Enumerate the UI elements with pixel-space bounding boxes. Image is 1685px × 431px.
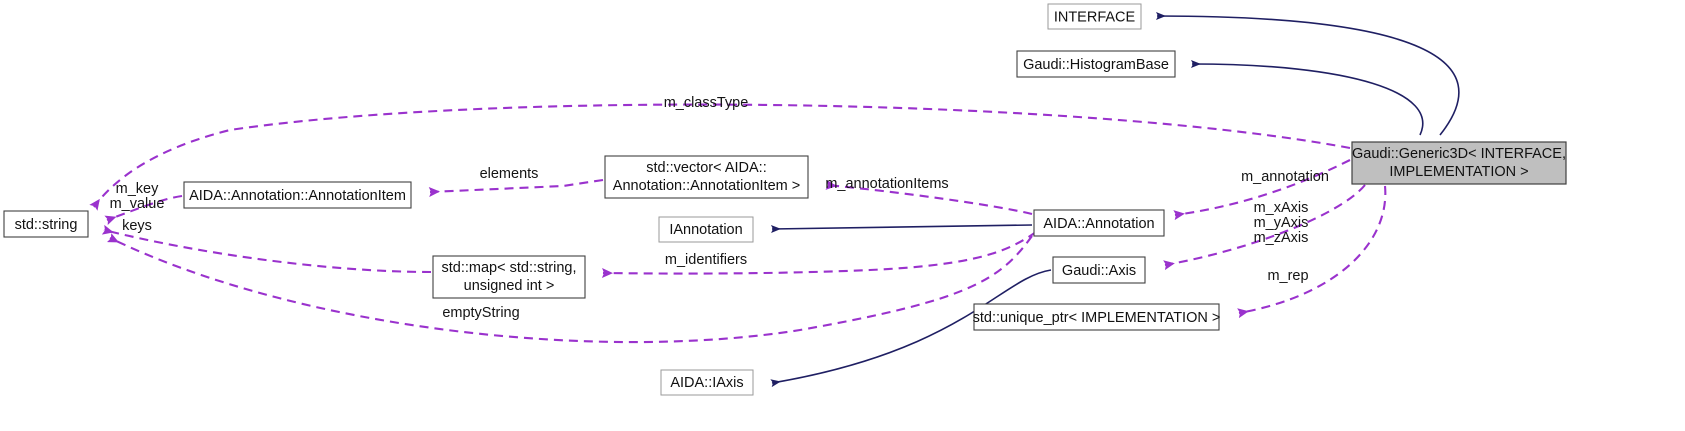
node-aida-annotation-label: AIDA::Annotation [1043,216,1154,232]
node-iannotation[interactable]: IAnnotation [658,216,754,243]
edge-label-m-rep: m_rep [1267,268,1308,284]
edge-label-m-zaxis: m_zAxis [1254,230,1309,246]
edge-keys [101,224,432,274]
node-std-map[interactable]: std::map< std::string, unsigned int > [432,255,586,299]
edge-aidaiaxis-to-gaudiaxis [770,269,1052,388]
node-std-map-label-line2: unsigned int > [464,278,555,294]
node-gaudi-axis-label: Gaudi::Axis [1062,263,1136,279]
edge-m-identifiers [601,231,1037,278]
node-std-map-label-line1: std::map< std::string, [442,260,577,276]
edge-iannotation-to-aidaannotation [770,224,1033,234]
edge-label-m-key: m_key [116,181,159,197]
node-std-vector-annotationitem[interactable]: std::vector< AIDA:: Annotation::Annotati… [604,155,809,199]
edge-labels: m_classType elements m_annotationItems m… [110,95,1329,321]
edge-label-keys: keys [122,218,152,234]
edge-label-m-annotationitems: m_annotationItems [825,176,948,192]
node-aida-iaxis-label: AIDA::IAxis [670,375,743,391]
node-aida-annotation-annotationitem[interactable]: AIDA::Annotation::AnnotationItem [183,181,412,209]
node-gaudi-histogrambase-label: Gaudi::HistogramBase [1023,57,1169,73]
node-gaudi-generic3d[interactable]: Gaudi::Generic3D< INTERFACE, IMPLEMENTAT… [1351,141,1567,185]
node-aida-annotation[interactable]: AIDA::Annotation [1033,209,1165,237]
node-interface-label: INTERFACE [1054,9,1136,25]
node-gaudi-generic3d-label-line1: Gaudi::Generic3D< INTERFACE, [1352,146,1566,162]
edge-emptystring [106,233,1033,344]
edge-m-annotation [1173,159,1351,221]
node-std-unique-ptr-label: std::unique_ptr< IMPLEMENTATION > [973,310,1221,326]
edge-label-m-xaxis: m_xAxis [1254,200,1309,216]
inheritance-edges [770,11,1460,388]
edge-m-axes [1163,184,1366,271]
node-std-string-label: std::string [15,217,78,233]
node-std-string[interactable]: std::string [3,210,89,238]
edge-label-m-yaxis: m_yAxis [1254,215,1309,231]
edge-label-m-value: m_value [110,196,165,212]
node-gaudi-histogrambase[interactable]: Gaudi::HistogramBase [1016,50,1176,78]
node-aida-annotation-annotationitem-label: AIDA::Annotation::AnnotationItem [189,188,406,204]
node-interface[interactable]: INTERFACE [1047,3,1142,30]
node-std-vector-annotationitem-label-line2: Annotation::AnnotationItem > [613,178,800,194]
edge-label-elements: elements [480,166,539,182]
graph-nodes: INTERFACE Gaudi::HistogramBase Gaudi::Ge… [3,3,1567,396]
edge-m-rep [1237,185,1387,319]
edge-label-emptystring: emptyString [442,305,519,321]
node-std-vector-annotationitem-label-line1: std::vector< AIDA:: [646,160,766,176]
edge-label-m-annotation: m_annotation [1241,169,1329,185]
edge-label-m-classtype: m_classType [664,95,749,111]
edge-interface-to-generic3d [1155,11,1460,136]
edge-m-annotationitems [825,179,1033,216]
edge-label-m-identifiers: m_identifiers [665,252,747,268]
usage-edges [89,103,1387,344]
node-aida-iaxis[interactable]: AIDA::IAxis [660,369,754,396]
edge-m-key-m-value [104,194,183,226]
node-gaudi-generic3d-label-line2: IMPLEMENTATION > [1389,164,1528,180]
node-std-unique-ptr[interactable]: std::unique_ptr< IMPLEMENTATION > [973,303,1221,331]
node-gaudi-axis[interactable]: Gaudi::Axis [1052,256,1146,284]
edge-histogrambase-to-generic3d [1190,59,1424,136]
node-iannotation-label: IAnnotation [669,222,742,238]
